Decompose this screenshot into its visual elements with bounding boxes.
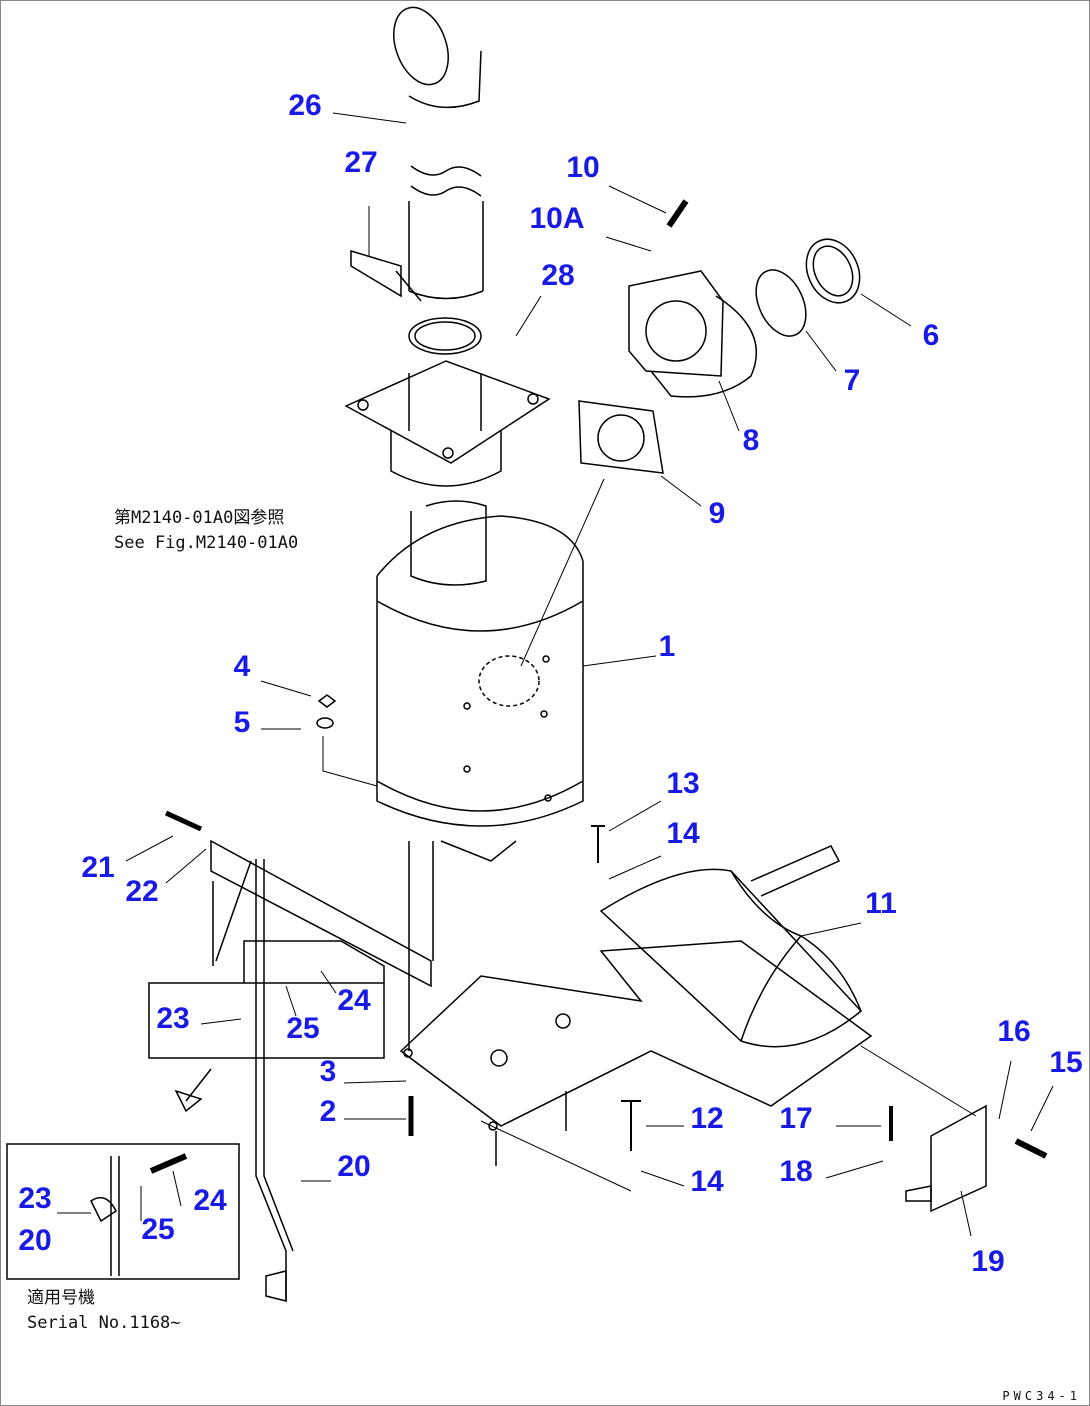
seal-ring (755, 269, 807, 337)
clamp (350, 249, 422, 302)
callout-label: 24 (193, 1184, 227, 1217)
figure-code: PWC34-1 (1002, 1389, 1081, 1403)
see-figure-en: See Fig.M2140-01A0 (114, 533, 299, 553)
stay (210, 839, 434, 1302)
callout-label: 16 (997, 1015, 1031, 1048)
cover (805, 238, 861, 304)
inset-box (6, 1143, 240, 1280)
serial-note: 適用号機 Serial No.1168~ (27, 1286, 181, 1336)
serial-en: Serial No.1168~ (27, 1313, 181, 1333)
leader-lines (57, 112, 1054, 1237)
callout-label: 1 (658, 630, 676, 663)
nut-washer (316, 694, 337, 729)
callout-label: 3 (319, 1055, 337, 1088)
see-figure-note: 第M2140-01A0図参照 See Fig.M2140-01A0 (114, 506, 298, 556)
heat-shield (599, 845, 863, 1048)
callout-label: 13 (666, 767, 700, 800)
see-figure-jp: 第M2140-01A0図参照 (114, 508, 285, 528)
callout-label: 15 (1049, 1046, 1083, 1079)
mounting-bracket (399, 940, 873, 1166)
callout-label: 23 (18, 1182, 52, 1215)
callout-label: 23 (156, 1002, 190, 1035)
callout-label: 6 (922, 319, 940, 352)
muffler (376, 500, 584, 862)
callout-label: 4 (233, 650, 251, 683)
callout-label: 5 (233, 706, 251, 739)
outlet-flange (344, 360, 551, 487)
callout-label: 12 (690, 1102, 724, 1135)
callout-label: 24 (337, 984, 371, 1017)
serial-jp: 適用号機 (27, 1288, 95, 1308)
callout-label: 14 (690, 1165, 724, 1198)
callout-label: 25 (141, 1213, 175, 1246)
callout-label: 17 (779, 1102, 813, 1135)
callout-label: 21 (81, 851, 115, 884)
callout-label: 27 (344, 146, 378, 179)
bolt (666, 199, 689, 228)
callout-label: 25 (286, 1012, 320, 1045)
gasket-plate (578, 400, 664, 474)
callout-label: 28 (541, 259, 575, 292)
cover-plate (905, 1104, 987, 1213)
callout-label: 20 (18, 1224, 52, 1257)
callout-label: 10 (566, 151, 600, 184)
callout-label: 10A (529, 202, 585, 235)
callout-label: 19 (971, 1245, 1005, 1278)
callout-label: 8 (742, 424, 760, 457)
callout-label: 18 (779, 1155, 813, 1188)
callout-label: 7 (843, 364, 861, 397)
callout-label: 26 (288, 89, 322, 122)
inlet-elbow (628, 270, 758, 398)
callout-label: 20 (337, 1150, 371, 1183)
callout-label: 11 (865, 887, 897, 920)
callout-label: 2 (319, 1095, 337, 1128)
callout-label: 14 (666, 817, 700, 850)
detail-box (148, 982, 385, 1059)
arrow-icon (174, 1068, 212, 1113)
gasket-ring (408, 317, 482, 355)
callout-label: 22 (125, 875, 159, 908)
callout-label: 9 (708, 497, 726, 530)
tail-pipe (393, 6, 484, 300)
